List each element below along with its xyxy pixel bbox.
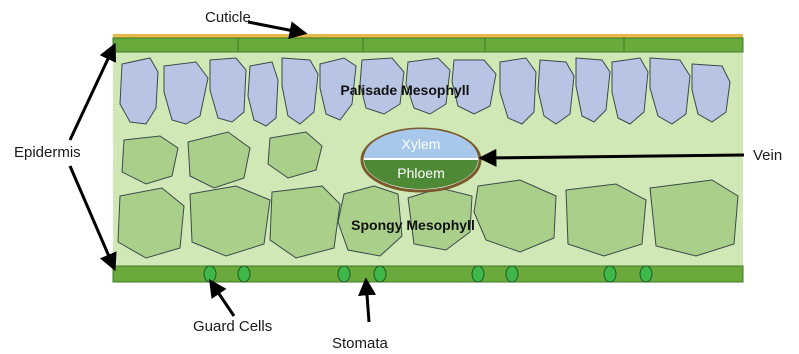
spongy-cell <box>270 186 340 258</box>
spongy-cell <box>566 184 646 256</box>
guard-cell <box>204 266 216 282</box>
palisade-cell <box>538 60 574 124</box>
spongy-cell <box>190 186 270 256</box>
xylem-label: Xylem <box>402 136 441 152</box>
vein-label: Vein <box>753 147 782 164</box>
guard-cell <box>338 266 350 282</box>
palisade-cell <box>120 58 158 124</box>
guard-cells-label: Guard Cells <box>193 318 272 335</box>
stomata-arrow <box>366 281 369 322</box>
spongy-cell <box>118 188 184 258</box>
guard-cell <box>238 266 250 282</box>
vein: Xylem Phloem <box>362 129 480 191</box>
spongy-cell <box>650 180 738 256</box>
stomata-label: Stomata <box>332 335 389 352</box>
cuticle-arrow <box>248 22 304 33</box>
palisade-cell <box>692 64 730 122</box>
guard-cells-arrow <box>211 282 234 316</box>
palisade-mesophyll-label: Palisade Mesophyll <box>340 82 469 98</box>
epidermis-arrow-lower <box>70 166 114 268</box>
guard-cell <box>640 266 652 282</box>
epidermis-label: Epidermis <box>14 144 81 161</box>
guard-cell <box>506 266 518 282</box>
upper-epidermis <box>113 38 743 52</box>
spongy-mesophyll-label: Spongy Mesophyll <box>351 217 475 233</box>
cuticle-layer <box>113 34 743 38</box>
guard-cell <box>604 266 616 282</box>
guard-cell <box>374 266 386 282</box>
epidermis-arrow-upper <box>70 46 114 140</box>
cuticle-label: Cuticle <box>205 9 251 26</box>
phloem-label: Phloem <box>397 165 444 181</box>
guard-cell <box>472 266 484 282</box>
